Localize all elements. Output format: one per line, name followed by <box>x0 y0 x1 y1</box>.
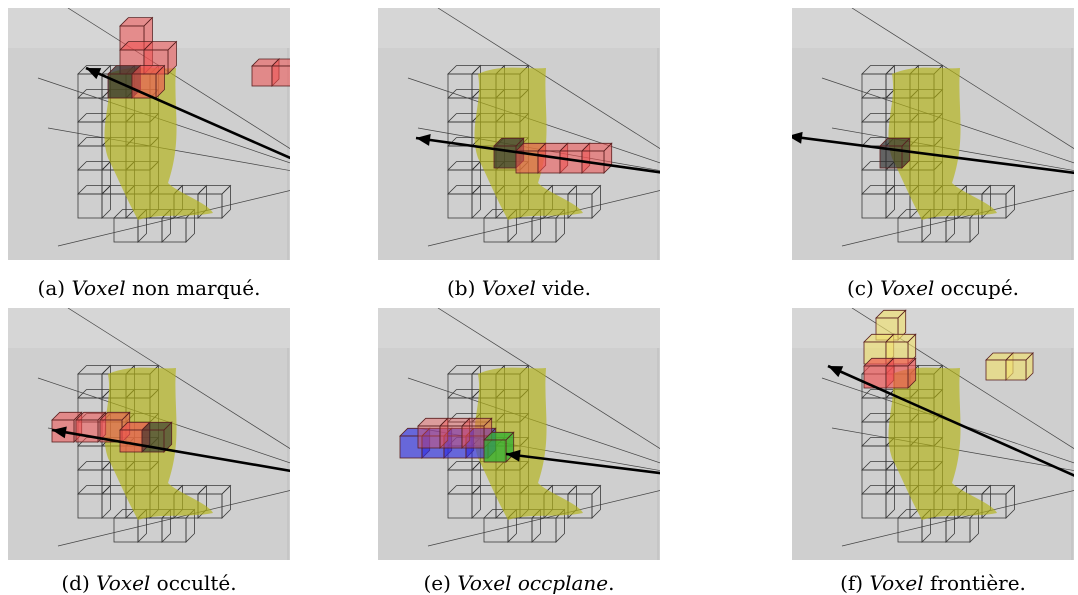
red-voxel <box>271 58 290 87</box>
ray-arrowhead <box>52 426 67 439</box>
frustum-line <box>831 427 1074 471</box>
frustum-line <box>821 77 1074 164</box>
caption-e-rest: . <box>608 571 615 595</box>
panel-b-svg <box>378 8 660 260</box>
caption-c-label: (c) <box>846 276 874 300</box>
panel-d-svg <box>8 308 290 560</box>
panel-c-svg <box>792 8 1074 260</box>
caption-c: (c) Voxel occupé. <box>763 276 1078 300</box>
green-voxel <box>483 431 515 463</box>
red-voxel <box>131 64 166 99</box>
caption-f-term: Voxel <box>869 571 924 595</box>
panel-a-svg <box>8 8 290 260</box>
caption-a-label: (a) <box>37 276 66 300</box>
caption-e-label: (e) <box>423 571 451 595</box>
frustum-line <box>851 8 1074 150</box>
frustum-line <box>831 127 1074 171</box>
caption-b: (b) Voxel vide. <box>349 276 689 300</box>
ray-arrowhead <box>506 449 521 462</box>
frustum-line <box>407 77 660 164</box>
caption-d-term: Voxel <box>96 571 151 595</box>
ray-line <box>85 66 290 160</box>
frustum-line <box>37 377 290 464</box>
caption-e: (e) Voxel occplane. <box>349 571 689 595</box>
panel-d-image <box>8 308 290 560</box>
object-surface <box>474 367 583 520</box>
caption-f: (f) Voxel frontière. <box>763 571 1078 595</box>
red-voxel <box>581 142 613 174</box>
ray-line <box>827 364 1074 477</box>
object-surface <box>104 67 213 220</box>
frustum-line <box>437 308 660 450</box>
caption-c-term: Voxel <box>880 276 935 300</box>
frustum-line <box>437 8 660 150</box>
red-voxel <box>885 357 917 389</box>
caption-b-rest: vide. <box>535 276 591 300</box>
caption-e-term: Voxel occplane <box>457 571 609 595</box>
dark-voxel <box>879 137 911 169</box>
caption-f-label: (f) <box>840 571 864 595</box>
frustum-line <box>67 8 290 150</box>
caption-a-term: Voxel <box>71 276 126 300</box>
frustum-line <box>67 308 290 450</box>
yellow-voxel <box>1005 352 1034 381</box>
ray-arrowhead <box>828 366 844 378</box>
ray-line <box>51 428 290 473</box>
caption-b-label: (b) <box>446 276 476 300</box>
caption-d: (d) Voxel occulté. <box>0 571 319 595</box>
frustum-line <box>821 377 1074 464</box>
frustum-line <box>47 127 290 171</box>
ray-line <box>792 135 1074 175</box>
panel-e-svg <box>378 308 660 560</box>
caption-a-rest: non marqué. <box>125 276 261 300</box>
caption-c-rest: occupé. <box>934 276 1020 300</box>
ray-line <box>415 136 660 174</box>
ray-arrowhead <box>416 134 431 146</box>
ray-line <box>505 452 660 475</box>
caption-f-rest: frontière. <box>923 571 1026 595</box>
panel-f-svg <box>792 308 1074 560</box>
ray-arrowhead <box>792 131 803 144</box>
caption-a: (a) Voxel non marqué. <box>0 276 319 300</box>
caption-d-label: (d) <box>61 571 90 595</box>
object-surface <box>888 67 997 220</box>
caption-d-rest: occulté. <box>150 571 237 595</box>
frustum-line <box>407 377 660 464</box>
panel-e-image <box>378 308 660 560</box>
panel-a-image <box>8 8 290 260</box>
frustum-line <box>37 77 290 164</box>
caption-b-term: Voxel <box>481 276 536 300</box>
ray-arrowhead <box>86 68 102 80</box>
panel-b-image <box>378 8 660 260</box>
panel-c-image <box>792 8 1074 260</box>
panel-f-image <box>792 308 1074 560</box>
